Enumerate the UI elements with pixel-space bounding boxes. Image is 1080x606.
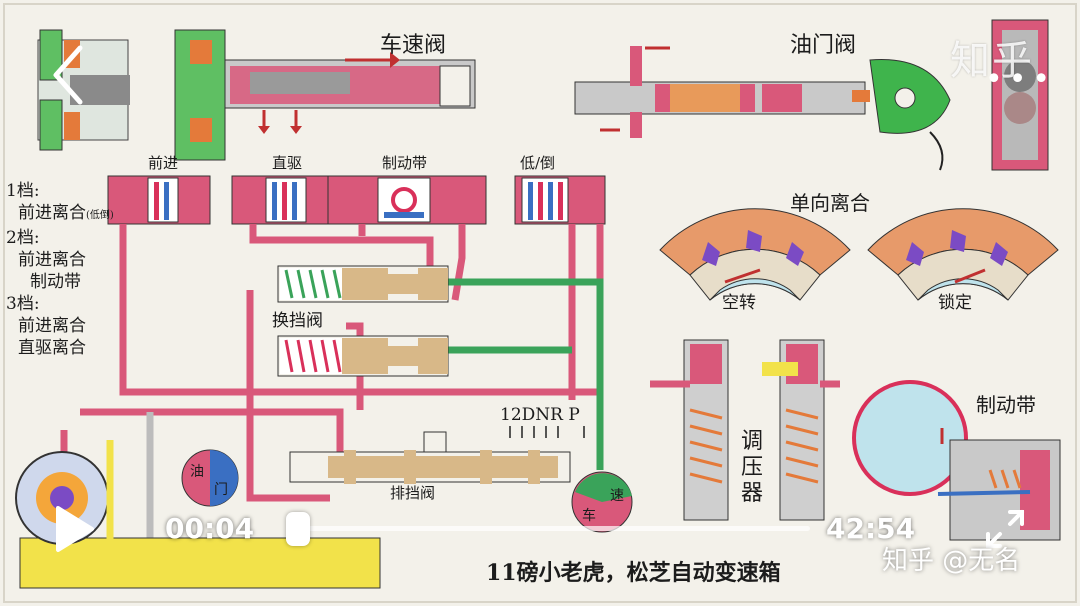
gear-1-heading: 1档: [6, 181, 40, 201]
more-icon: ••• [985, 62, 1057, 97]
vehicle-speed-gauge: 车 速 [571, 471, 633, 533]
brake-band-right-label: 制动带 [976, 393, 1036, 417]
gauge-speed-label: 速 [610, 488, 624, 504]
progress-thumb[interactable] [286, 512, 310, 546]
forward-clutch-label: 前进 [148, 154, 178, 172]
gear-selector-valve: 排挡阀 12DNR P [289, 405, 585, 502]
low-reverse-label: 低/倒 [520, 154, 555, 172]
chevron-left-icon [53, 45, 83, 105]
locked-label: 锁定 [938, 293, 972, 313]
direct-clutch-label: 直驱 [272, 154, 302, 172]
gear-3-line-1: 前进离合 [18, 316, 86, 336]
current-time: 00:04 [165, 512, 255, 545]
throttle-valve-assembly: 油门阀 [574, 33, 951, 171]
speed-valve-label: 车速阀 [380, 33, 446, 58]
brake-band-drum: 制动带 [852, 380, 1061, 541]
oil-pump [15, 440, 381, 589]
more-button[interactable]: ••• [985, 62, 1056, 97]
gear-selector-label: 排挡阀 [390, 484, 435, 502]
gear-1-small: (低倒) [86, 210, 114, 221]
gauge-throttle-label: 门 [214, 482, 228, 498]
one-way-clutch-diagram: 空转 锁定 单向离合 [659, 191, 1059, 313]
progress-track[interactable] [300, 526, 810, 531]
shift-valves: 换挡阀 [272, 265, 449, 377]
site-logo: 知乎 [950, 38, 1034, 84]
fullscreen-icon [986, 510, 1024, 548]
freewheel-label: 空转 [722, 293, 756, 313]
regulator-label-2: 压 [741, 455, 763, 480]
gear-2-line-2: 制动带 [30, 272, 81, 292]
gear-3-heading: 3档: [6, 294, 40, 314]
total-time: 42:54 [826, 512, 916, 545]
regulator-label-1: 调 [741, 429, 763, 454]
one-way-clutch-label: 单向离合 [790, 191, 870, 215]
gear-2-line-1: 前进离合 [18, 250, 86, 270]
regulator-label-3: 器 [741, 481, 763, 506]
play-icon [56, 506, 94, 552]
oil-throttle-gauge: 油 门 [181, 449, 239, 507]
hydraulic-lines [60, 224, 604, 540]
gauge-car-label: 车 [582, 507, 596, 524]
gear-positions-label: 12DNR P [500, 405, 580, 425]
gear-3-line-2: 直驱离合 [18, 338, 86, 358]
pressure-regulator: 调 压 器 [650, 339, 840, 521]
gear-notes: 1档: 前进离合(低倒) 2档: 前进离合 制动带 3档: 前进离合 直驱离合 [6, 180, 126, 359]
throttle-valve-label: 油门阀 [790, 33, 856, 58]
gauge-oil-label: 油 [190, 464, 204, 480]
player-controls: 00:04 42:54 [0, 490, 1080, 570]
credit-line: 11磅小老虎，松芝自动变速箱 [486, 560, 781, 586]
gear-1-line: 前进离合 [18, 203, 86, 223]
speed-valve-assembly: 车速阀 [37, 29, 476, 161]
gear-2-heading: 2档: [6, 228, 40, 248]
shift-valve-label: 换挡阀 [272, 311, 323, 331]
watermark: 知乎 @无名 [882, 546, 1021, 576]
back-button[interactable] [44, 40, 94, 110]
clutch-blocks: 前进 直驱 制动带 低/倒 [107, 154, 606, 225]
top-right-spool [991, 19, 1049, 171]
play-button[interactable] [48, 504, 98, 554]
fullscreen-button[interactable] [984, 508, 1026, 550]
brake-band-top-label: 制动带 [382, 154, 427, 172]
